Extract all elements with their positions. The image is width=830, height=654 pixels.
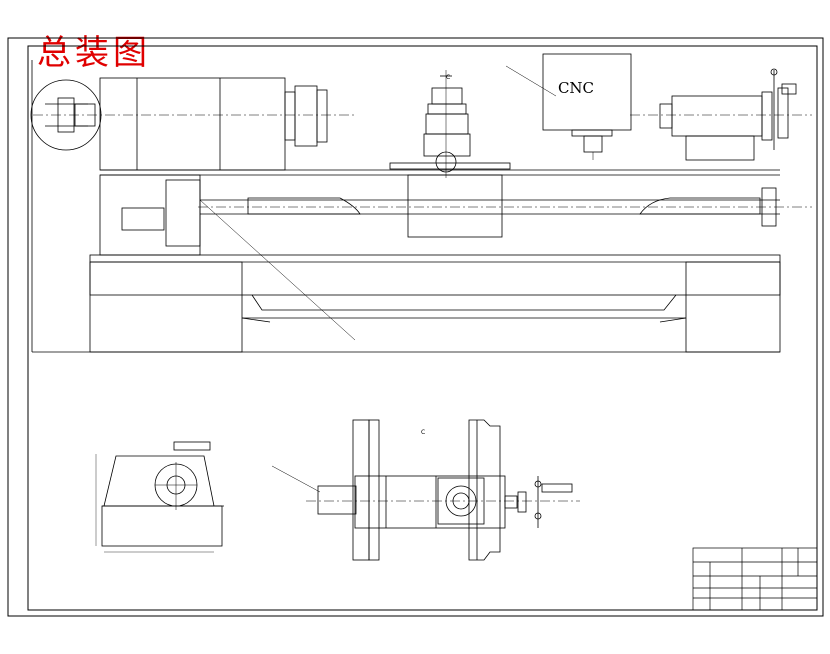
headstock <box>99 77 286 171</box>
plan-view <box>271 419 580 561</box>
drawing-title: 总装图 <box>37 33 151 73</box>
inner-border <box>27 45 818 611</box>
feed-box <box>99 174 201 256</box>
outer-border <box>7 37 824 617</box>
side-view <box>95 441 224 553</box>
cnc-label: CNC <box>558 79 594 97</box>
section-label-c-top: C <box>446 74 450 81</box>
lathe-bed <box>89 254 781 296</box>
title-block <box>692 547 818 611</box>
view-label-c: C <box>421 429 425 436</box>
tailstock <box>671 95 763 137</box>
lathe-elevation <box>30 53 812 353</box>
